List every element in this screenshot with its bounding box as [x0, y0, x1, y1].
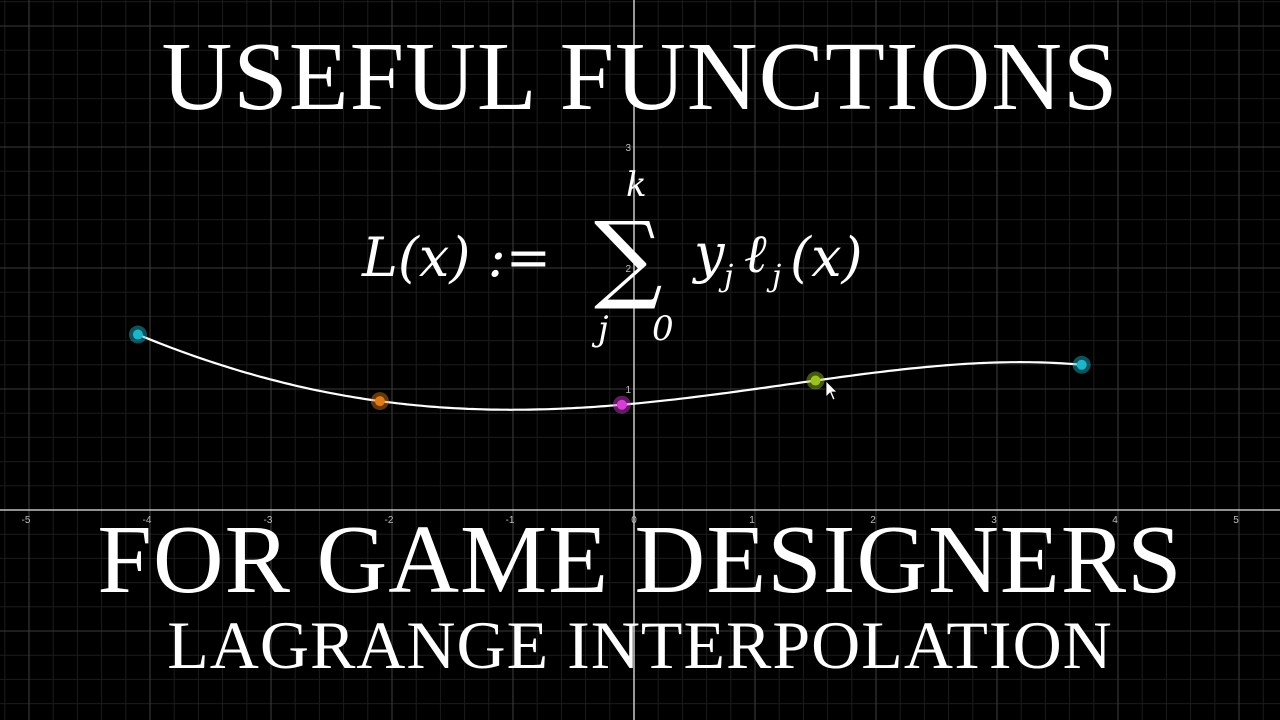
basis-subscript: j — [766, 259, 781, 294]
interpolation-curve — [137, 333, 1082, 411]
x-tick-label: -1 — [506, 515, 515, 526]
y-tick-label: 1 — [625, 385, 631, 396]
y-tick-label: 3 — [625, 143, 631, 154]
control-point[interactable] — [616, 399, 627, 410]
x-tick-label: 3 — [991, 515, 997, 526]
y-tick-labels: 1 2 3 — [625, 143, 631, 396]
subtitle: LAGRANGE INTERPOLATION — [167, 607, 1113, 683]
mouse-cursor-icon — [825, 380, 838, 401]
term-y: y — [692, 222, 726, 285]
sum-upper-limit: k — [626, 165, 647, 205]
x-tick-label: 2 — [870, 515, 876, 526]
sum-symbol: ∑ — [594, 201, 663, 313]
basis-ell: ℓ — [744, 222, 767, 285]
title-top: USEFUL FUNCTIONS — [161, 23, 1119, 131]
control-points — [128, 325, 1091, 414]
control-point[interactable] — [1076, 359, 1087, 370]
control-point[interactable] — [374, 396, 385, 407]
x-tick-label: 4 — [1112, 515, 1118, 526]
lagrange-formula: L(x) := ∑ k j 0 y j ℓ j (x) — [361, 165, 863, 349]
x-tick-label: -3 — [264, 515, 273, 526]
title-bottom: FOR GAME DESIGNERS — [97, 506, 1183, 614]
x-tick-label: -5 — [22, 515, 31, 526]
x-tick-label: -4 — [143, 515, 152, 526]
y-tick-label: 2 — [625, 264, 631, 275]
x-tick-label: 5 — [1233, 515, 1239, 526]
sum-lower-index: j — [591, 309, 609, 349]
sum-lower-limit: 0 — [652, 309, 674, 349]
basis-argument: (x) — [790, 226, 863, 289]
formula-lhs: L(x) := — [361, 226, 551, 289]
x-tick-labels: -5 -4 -3 -2 -1 0 1 2 3 4 5 — [22, 515, 1240, 526]
x-tick-label: 0 — [631, 515, 637, 526]
x-tick-label: -2 — [385, 515, 394, 526]
control-point[interactable] — [810, 375, 821, 386]
control-point[interactable] — [132, 329, 143, 340]
x-tick-label: 1 — [749, 515, 755, 526]
